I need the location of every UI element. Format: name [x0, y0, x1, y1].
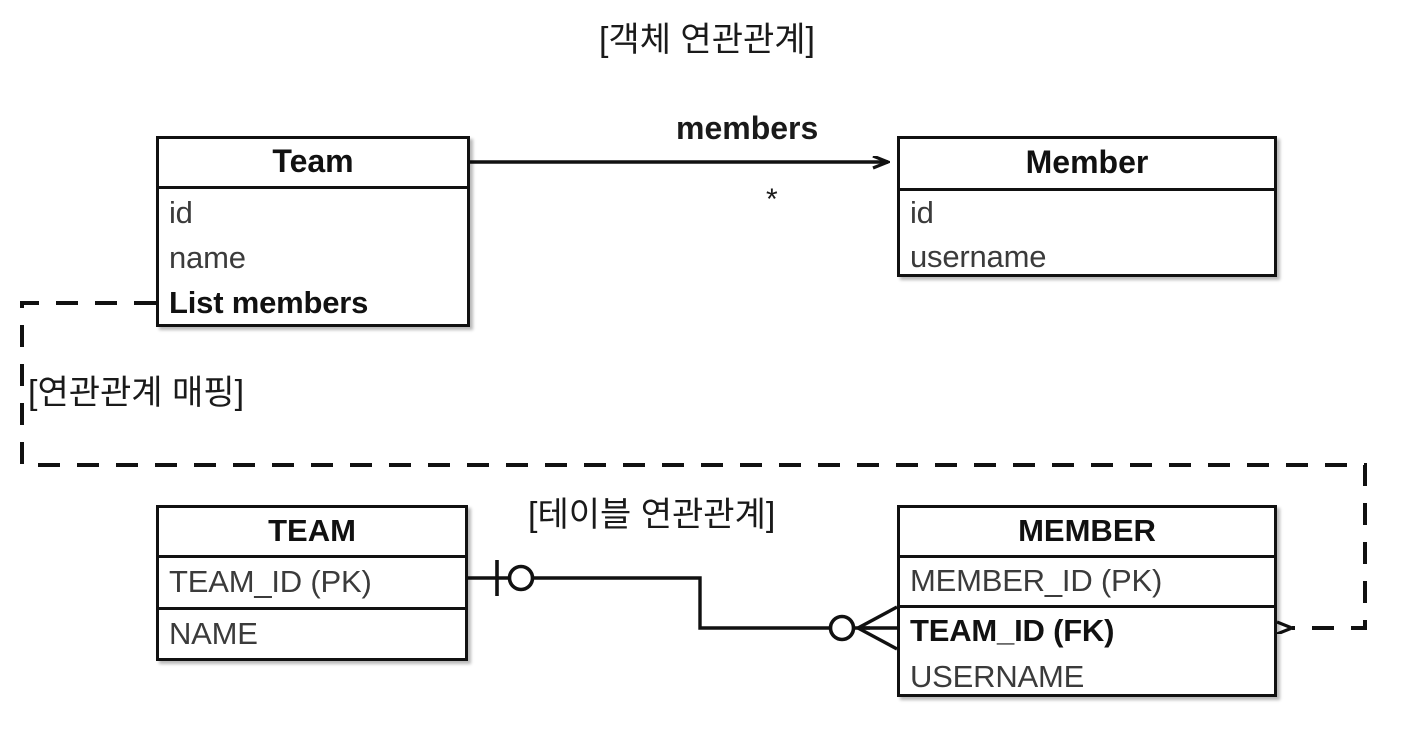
- attribute-team-name: name: [169, 240, 246, 275]
- table-box-member-pk-section: MEMBER_ID (PK): [900, 555, 1274, 605]
- class-box-team[interactable]: Team id name List members: [156, 136, 470, 327]
- class-box-member-attributes: id username: [900, 188, 1274, 277]
- mapping-dashed-connector: [20, 301, 1367, 628]
- column-team-name: NAME: [169, 616, 258, 651]
- attribute-team-id: id: [169, 195, 193, 230]
- attribute-member-id: id: [910, 195, 934, 230]
- column-member-id-pk: MEMBER_ID (PK): [910, 563, 1163, 598]
- association-role-label: members: [676, 110, 819, 146]
- section-label-table-relation: [테이블 연관관계]: [528, 496, 776, 534]
- page-title-object-relation: [객체 연관관계]: [598, 21, 816, 59]
- cardinality-one-and-only-one: [495, 560, 535, 596]
- column-team-id-pk: TEAM_ID (PK): [169, 564, 372, 599]
- section-label-relation-mapping: [연관관계 매핑]: [28, 374, 245, 412]
- table-box-team-title: TEAM: [268, 513, 356, 548]
- column-member-team-id-fk: TEAM_ID (FK): [910, 613, 1115, 648]
- association-multiplicity-label: *: [766, 183, 778, 216]
- table-box-team[interactable]: TEAM TEAM_ID (PK) NAME: [156, 505, 468, 661]
- cardinality-zero-or-many: [828, 605, 898, 651]
- attribute-team-list-members: List members: [169, 285, 369, 320]
- table-box-team-pk-section: TEAM_ID (PK): [159, 555, 465, 607]
- class-box-member-title: Member: [1025, 144, 1149, 180]
- column-member-username: USERNAME: [910, 659, 1085, 694]
- class-box-team-attributes: id name List members: [159, 186, 467, 327]
- table-box-member-title: MEMBER: [1018, 513, 1156, 548]
- class-box-team-title: Team: [272, 143, 354, 179]
- attribute-member-username: username: [910, 239, 1047, 274]
- table-box-member-columns-section: TEAM_ID (FK) USERNAME: [900, 605, 1274, 697]
- class-box-member[interactable]: Member id username: [897, 136, 1277, 277]
- table-box-team-columns-section: NAME: [159, 607, 465, 661]
- erd-relationship-line: [468, 576, 870, 630]
- table-box-member[interactable]: MEMBER MEMBER_ID (PK) TEAM_ID (FK) USERN…: [897, 505, 1277, 697]
